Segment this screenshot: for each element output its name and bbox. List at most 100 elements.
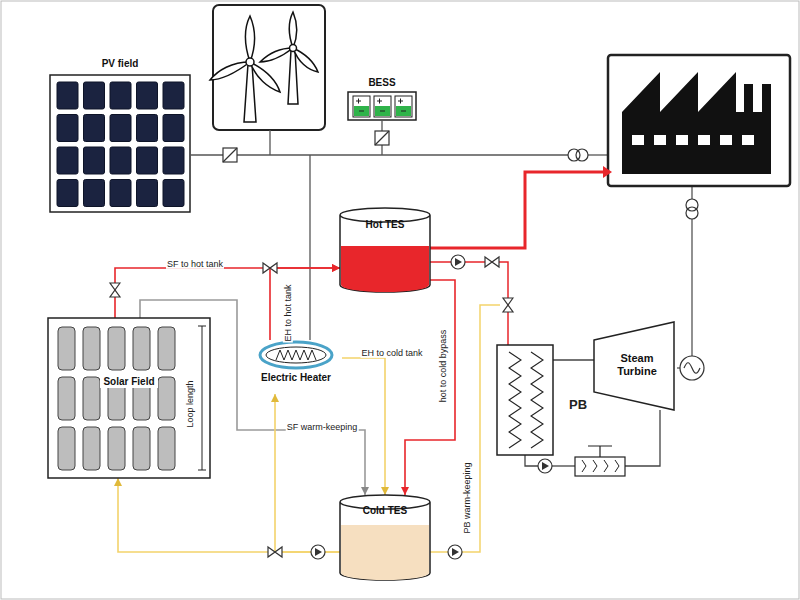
flow-label: hot to cold bypass bbox=[438, 329, 448, 404]
cold-tank: Cold TES bbox=[340, 495, 430, 580]
coil bbox=[531, 352, 543, 448]
collector bbox=[58, 377, 75, 420]
steam-turbine: Steam Turbine bbox=[594, 322, 680, 410]
flow-label: SF to hot tank bbox=[166, 259, 224, 269]
blade bbox=[293, 48, 318, 72]
wire bbox=[309, 155, 310, 340]
collector bbox=[58, 327, 75, 370]
wire bbox=[190, 154, 223, 155]
pump-symbol bbox=[451, 255, 465, 269]
flow-line bbox=[115, 268, 340, 318]
node-shape bbox=[250, 340, 342, 394]
flow-line bbox=[270, 268, 340, 340]
factory-building bbox=[622, 72, 771, 174]
condenser bbox=[575, 457, 625, 476]
coil bbox=[509, 352, 521, 448]
node-text: Solar Field bbox=[100, 376, 157, 388]
condensate-line bbox=[552, 465, 575, 466]
inverter-slash bbox=[375, 131, 389, 145]
heat-exchanger bbox=[497, 345, 553, 455]
wire bbox=[691, 186, 692, 199]
collector bbox=[158, 427, 175, 470]
factory-windows bbox=[632, 135, 754, 145]
collector bbox=[83, 377, 100, 420]
pump-arrow bbox=[452, 548, 459, 556]
wire bbox=[381, 145, 382, 155]
arrow-head bbox=[603, 166, 612, 178]
fin bbox=[604, 460, 608, 472]
blade bbox=[210, 62, 250, 80]
pv-cell bbox=[57, 147, 78, 174]
blade bbox=[250, 62, 280, 92]
tank-outline bbox=[340, 502, 430, 580]
pv-cell bbox=[84, 147, 105, 174]
field-outline bbox=[48, 318, 210, 478]
pv-panel bbox=[50, 75, 190, 212]
wire bbox=[381, 120, 382, 131]
heater-body bbox=[266, 347, 326, 363]
heater-coil bbox=[276, 350, 316, 360]
collector bbox=[58, 427, 75, 470]
battery-terminals bbox=[377, 99, 385, 112]
pv-cell bbox=[163, 82, 184, 109]
blade bbox=[289, 12, 297, 48]
collector bbox=[133, 427, 150, 470]
pv-cell bbox=[110, 147, 131, 174]
inverter-symbol bbox=[223, 148, 237, 162]
flow-label: EH to cold tank bbox=[360, 348, 423, 358]
pv-cell bbox=[57, 115, 78, 142]
collector bbox=[133, 327, 150, 370]
tank-outline bbox=[340, 215, 430, 292]
generator-symbol bbox=[680, 356, 704, 380]
turbine-outline bbox=[594, 322, 674, 410]
pv-cell bbox=[163, 147, 184, 174]
bess-box bbox=[348, 92, 416, 120]
pv-cell bbox=[163, 115, 184, 142]
node-text: Cold TES bbox=[363, 505, 407, 517]
hub bbox=[290, 45, 297, 52]
field-label: PV field bbox=[50, 58, 190, 74]
pv-cell bbox=[137, 147, 158, 174]
flow-line bbox=[405, 280, 455, 495]
battery bbox=[374, 96, 391, 117]
fin bbox=[582, 460, 586, 472]
pump-symbol bbox=[538, 459, 552, 473]
pump-body bbox=[448, 545, 462, 559]
heat-exchanger-coils bbox=[509, 352, 543, 448]
pv-cell bbox=[137, 82, 158, 109]
battery-terminals bbox=[398, 99, 406, 112]
pv-cell bbox=[57, 180, 78, 207]
generator-wave bbox=[684, 363, 700, 374]
node-text: Steam Turbine bbox=[606, 352, 668, 378]
flow-line bbox=[118, 478, 340, 552]
condenser-fan bbox=[588, 446, 612, 457]
pv-cell bbox=[110, 115, 131, 142]
pump-body bbox=[311, 545, 325, 559]
collector bbox=[158, 377, 175, 420]
pump-symbol bbox=[311, 545, 325, 559]
tank-top bbox=[340, 495, 430, 502]
window bbox=[654, 135, 666, 145]
transformer-symbol bbox=[576, 149, 588, 161]
pb-warm-line bbox=[430, 305, 500, 552]
inverter-slash bbox=[223, 148, 237, 162]
pv-cell bbox=[163, 180, 184, 207]
wire bbox=[269, 130, 270, 155]
pv-cell bbox=[110, 180, 131, 207]
flow-line bbox=[140, 300, 365, 495]
battery-terminals bbox=[356, 99, 364, 112]
exhaust-line bbox=[625, 410, 660, 466]
pv-cell bbox=[84, 82, 105, 109]
fin bbox=[593, 460, 597, 472]
blade bbox=[260, 48, 293, 62]
factory-frame bbox=[608, 55, 790, 186]
tower bbox=[288, 50, 298, 104]
flow-line bbox=[275, 394, 340, 552]
pv-cell bbox=[57, 82, 78, 109]
window bbox=[632, 135, 644, 145]
pv-cells bbox=[57, 82, 184, 207]
valve-symbol bbox=[485, 257, 499, 267]
